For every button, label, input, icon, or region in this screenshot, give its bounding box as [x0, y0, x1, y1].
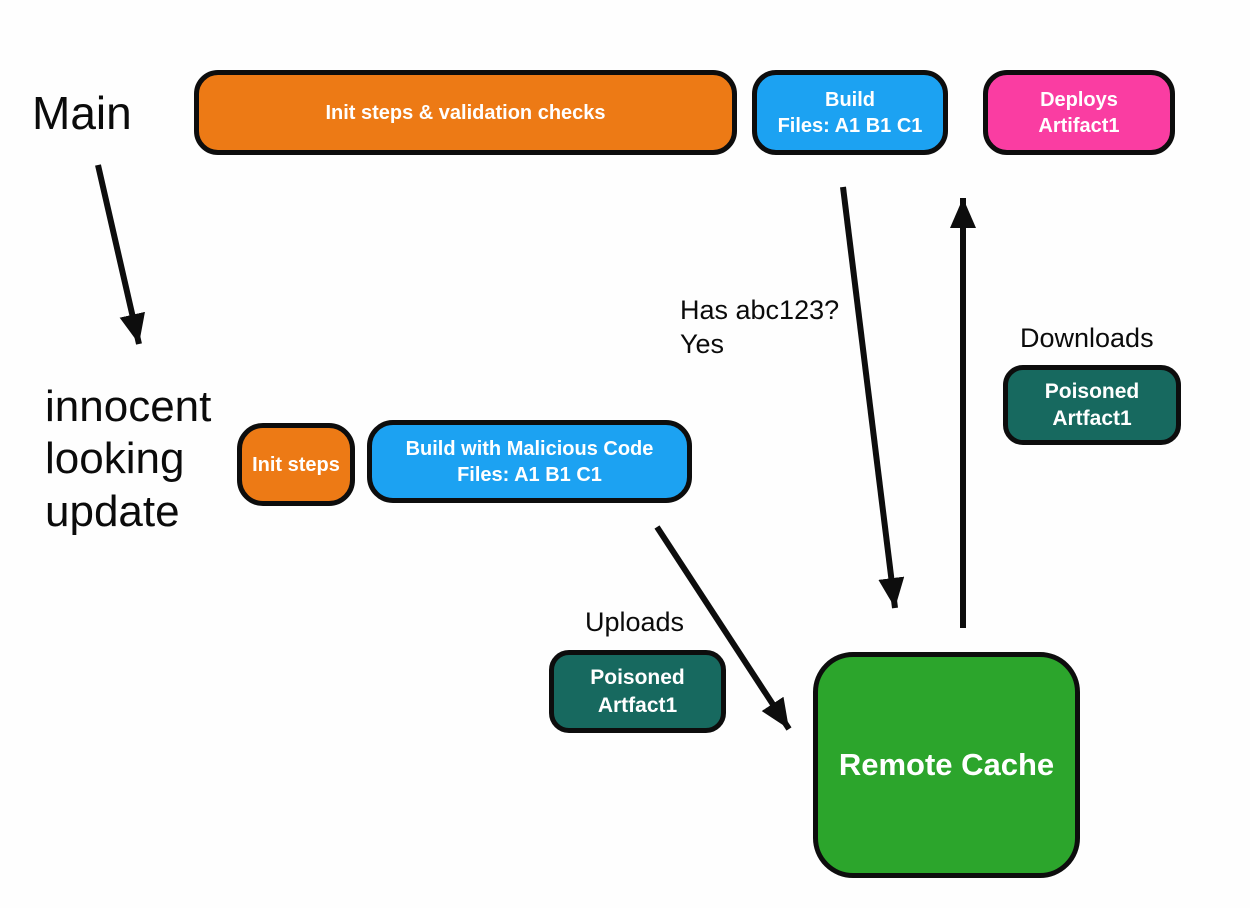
poisoned-artifact-upload-label-line2: Artfact1 — [597, 693, 678, 717]
init-validation-node: Init steps & validation checks — [194, 70, 737, 155]
build-node-label-line1: Build — [825, 88, 875, 111]
has-hash-label: Has abc123? Yes — [680, 295, 840, 359]
remote-cache-node: Remote Cache — [813, 652, 1080, 878]
build-malicious-node-label-line1: Build with Malicious Code — [405, 437, 654, 460]
build-malicious-node-label-line2: Files: A1 B1 C1 — [457, 463, 602, 486]
build-malicious-node: Build with Malicious Code Files: A1 B1 C… — [367, 420, 692, 503]
poisoned-artifact-download-label-line1: Poisoned — [1044, 379, 1140, 403]
poisoned-artifact-download-label-line2: Artfact1 — [1052, 407, 1132, 430]
deploys-artifact-node-label-line2: Artifact1 — [1038, 114, 1120, 137]
downloads-label: Downloads — [1020, 323, 1154, 353]
build-node-label-line2: Files: A1 B1 C1 — [777, 114, 923, 137]
uploads-label: Uploads — [585, 607, 685, 637]
main-branch-label: Main — [32, 87, 132, 139]
poisoned-artifact-upload-label-line1: Poisoned — [590, 666, 685, 690]
init-steps-node-label: Init steps — [252, 453, 340, 476]
init-validation-node-label: Init steps & validation checks — [325, 101, 606, 124]
deploys-artifact-node: Deploys Artifact1 — [983, 70, 1175, 155]
init-steps-node: Init steps — [237, 423, 355, 506]
arrow-main-to-innocent-update — [95, 164, 145, 345]
poisoned-artifact-upload-node: Poisoned Artfact1 — [549, 650, 726, 733]
build-node: Build Files: A1 B1 C1 — [752, 70, 948, 155]
deploys-artifact-node-label-line1: Deploys — [1040, 88, 1118, 111]
poisoned-artifact-download-node: Poisoned Artfact1 — [1003, 365, 1181, 445]
remote-cache-node-label: Remote Cache — [838, 746, 1055, 782]
arrow-build-to-remote-cache — [840, 186, 905, 609]
innocent-update-label: innocent looking update — [45, 382, 212, 536]
